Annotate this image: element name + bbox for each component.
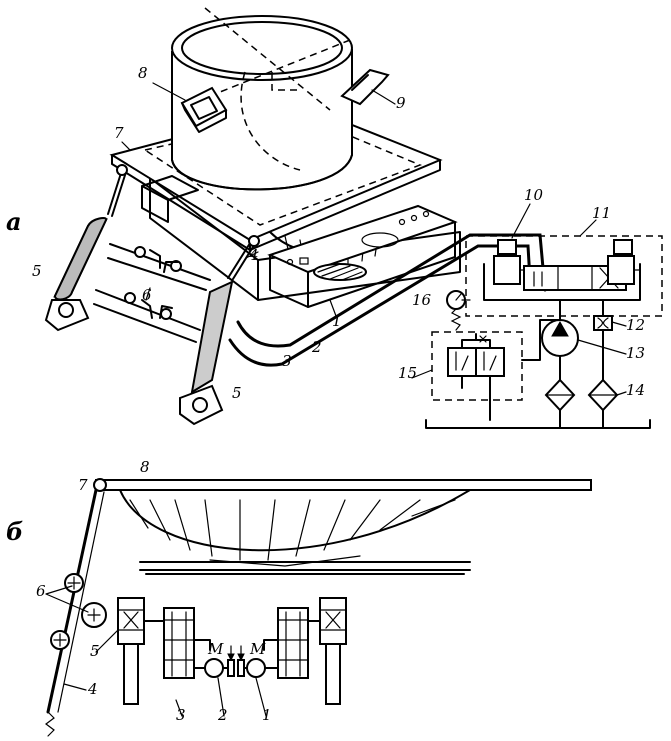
label-b-5: 5 xyxy=(90,642,100,660)
gear-train-right xyxy=(263,597,347,705)
solenoid-left xyxy=(493,255,521,285)
label-a-16: 16 xyxy=(412,291,432,309)
tilt-plate-8 xyxy=(95,479,592,491)
part-label-b: б xyxy=(6,517,23,546)
part-label-a: а xyxy=(6,207,22,236)
sector-arc xyxy=(119,489,471,552)
label-a-12: 12 xyxy=(626,316,645,334)
label-b-6: 6 xyxy=(36,582,46,600)
label-b-7: 7 xyxy=(78,476,88,494)
leader-lines-a xyxy=(121,82,627,396)
label-b-3: 3 xyxy=(176,706,186,724)
relief-box-15 xyxy=(431,331,523,401)
label-b-2: 2 xyxy=(217,706,228,724)
label-a-1: 1 xyxy=(332,312,342,330)
label-a-3: 3 xyxy=(282,352,292,370)
labels-part-a: 1 2 3 4 5 5 6 7 8 9 10 11 12 13 14 15 16 xyxy=(32,64,645,402)
pipe-line-2 xyxy=(236,233,547,348)
hydraulic-cylinder-right xyxy=(179,235,260,426)
gear-train-left xyxy=(117,597,211,705)
part-b-drawing xyxy=(45,478,592,737)
hydraulic-circuit xyxy=(425,235,663,429)
valve-box-11 xyxy=(465,235,663,317)
tank-line xyxy=(425,419,651,429)
lower-cradle xyxy=(267,204,458,308)
motor-right xyxy=(246,658,266,678)
left-bracket xyxy=(141,175,199,223)
crucible xyxy=(171,7,390,191)
label-a-6: 6 xyxy=(142,286,152,304)
label-a-8: 8 xyxy=(138,64,148,82)
label-b-4: 4 xyxy=(87,680,98,698)
label-a-14: 14 xyxy=(626,381,645,399)
leader-lines-b xyxy=(45,585,267,717)
solenoid-right xyxy=(607,255,635,285)
motor-label-right: M xyxy=(249,640,266,658)
pipe-line-3 xyxy=(228,244,532,367)
motor-label-left: M xyxy=(207,640,224,658)
hydraulic-cylinder-left xyxy=(44,164,128,332)
label-a-5-left: 5 xyxy=(32,262,42,280)
label-a-2: 2 xyxy=(311,338,322,356)
lever-arm-4 xyxy=(46,488,98,714)
labels-part-b: 1 2 3 4 5 6 7 8 M M xyxy=(36,458,272,724)
label-a-10: 10 xyxy=(524,186,544,204)
label-a-11: 11 xyxy=(592,204,611,222)
label-a-5-right: 5 xyxy=(232,384,242,402)
part-a-drawing xyxy=(44,7,547,426)
label-a-7: 7 xyxy=(114,124,124,142)
label-b-8: 8 xyxy=(140,458,150,476)
label-a-15: 15 xyxy=(398,364,417,382)
label-a-9: 9 xyxy=(396,94,406,112)
base-rails xyxy=(139,561,471,575)
sync-linkage xyxy=(93,243,211,343)
motor-left xyxy=(204,658,224,678)
part-labels: а б xyxy=(6,207,23,546)
label-a-13: 13 xyxy=(626,344,645,362)
label-b-1: 1 xyxy=(262,706,272,724)
